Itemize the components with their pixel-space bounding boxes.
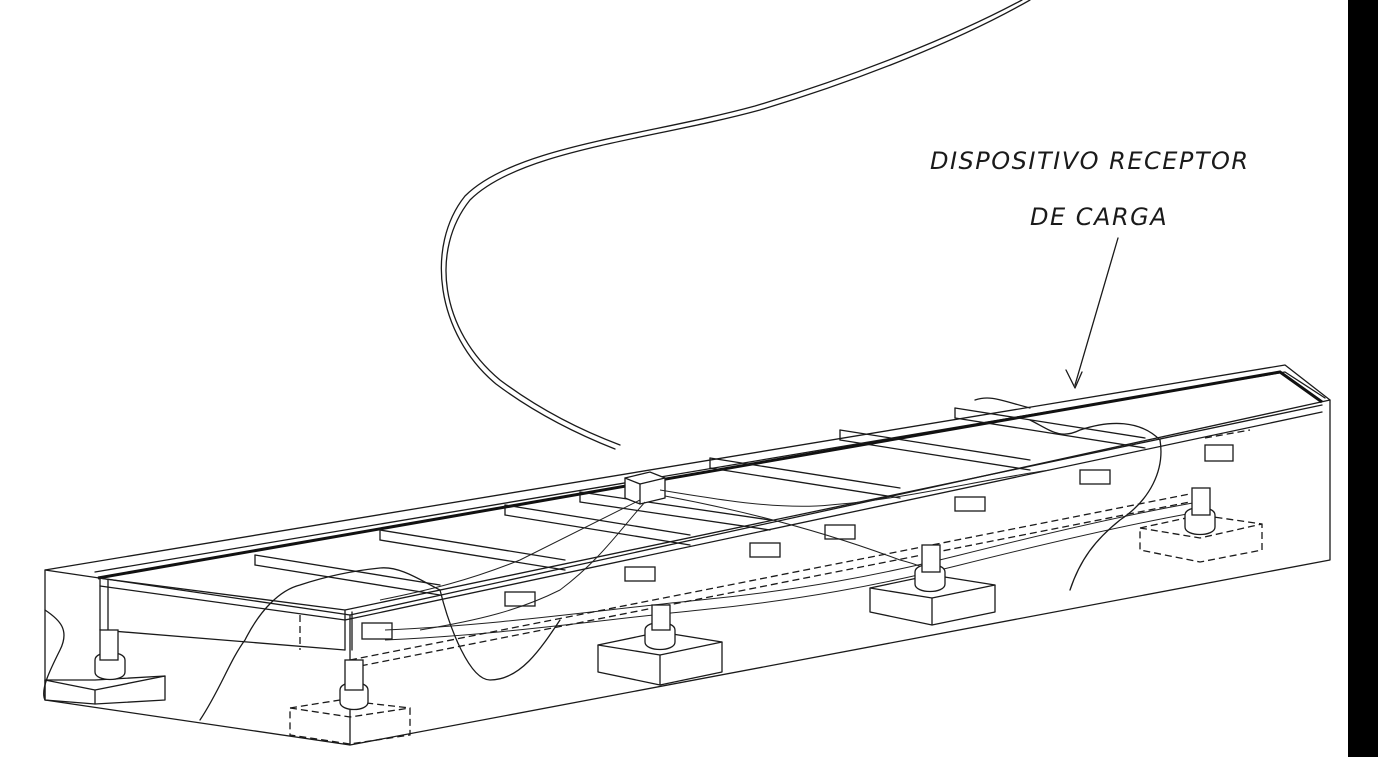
- signal-cable: [445, 0, 1031, 446]
- break-lines: [43, 397, 1162, 721]
- support-pier-3: [597, 604, 723, 686]
- cross-beams: [254, 407, 1146, 596]
- support-pier-4: [869, 544, 996, 626]
- load-cell-cables: [379, 469, 1211, 641]
- support-pier-5: [1139, 487, 1263, 563]
- scan-edge-border: [1348, 0, 1378, 757]
- label-leader-arrow: [1065, 237, 1119, 389]
- junction-box: [624, 471, 666, 505]
- callout-label-line1: DISPOSITIVO RECEPTOR: [930, 147, 1250, 175]
- support-pier-1: [44, 629, 166, 705]
- load-receptor-frame: [97, 370, 1323, 651]
- support-pier-2: [289, 659, 411, 745]
- callout-label-line2: DE CARGA: [1030, 203, 1169, 231]
- beam-stiffeners: [361, 444, 1234, 640]
- hidden-lines: [299, 429, 1251, 669]
